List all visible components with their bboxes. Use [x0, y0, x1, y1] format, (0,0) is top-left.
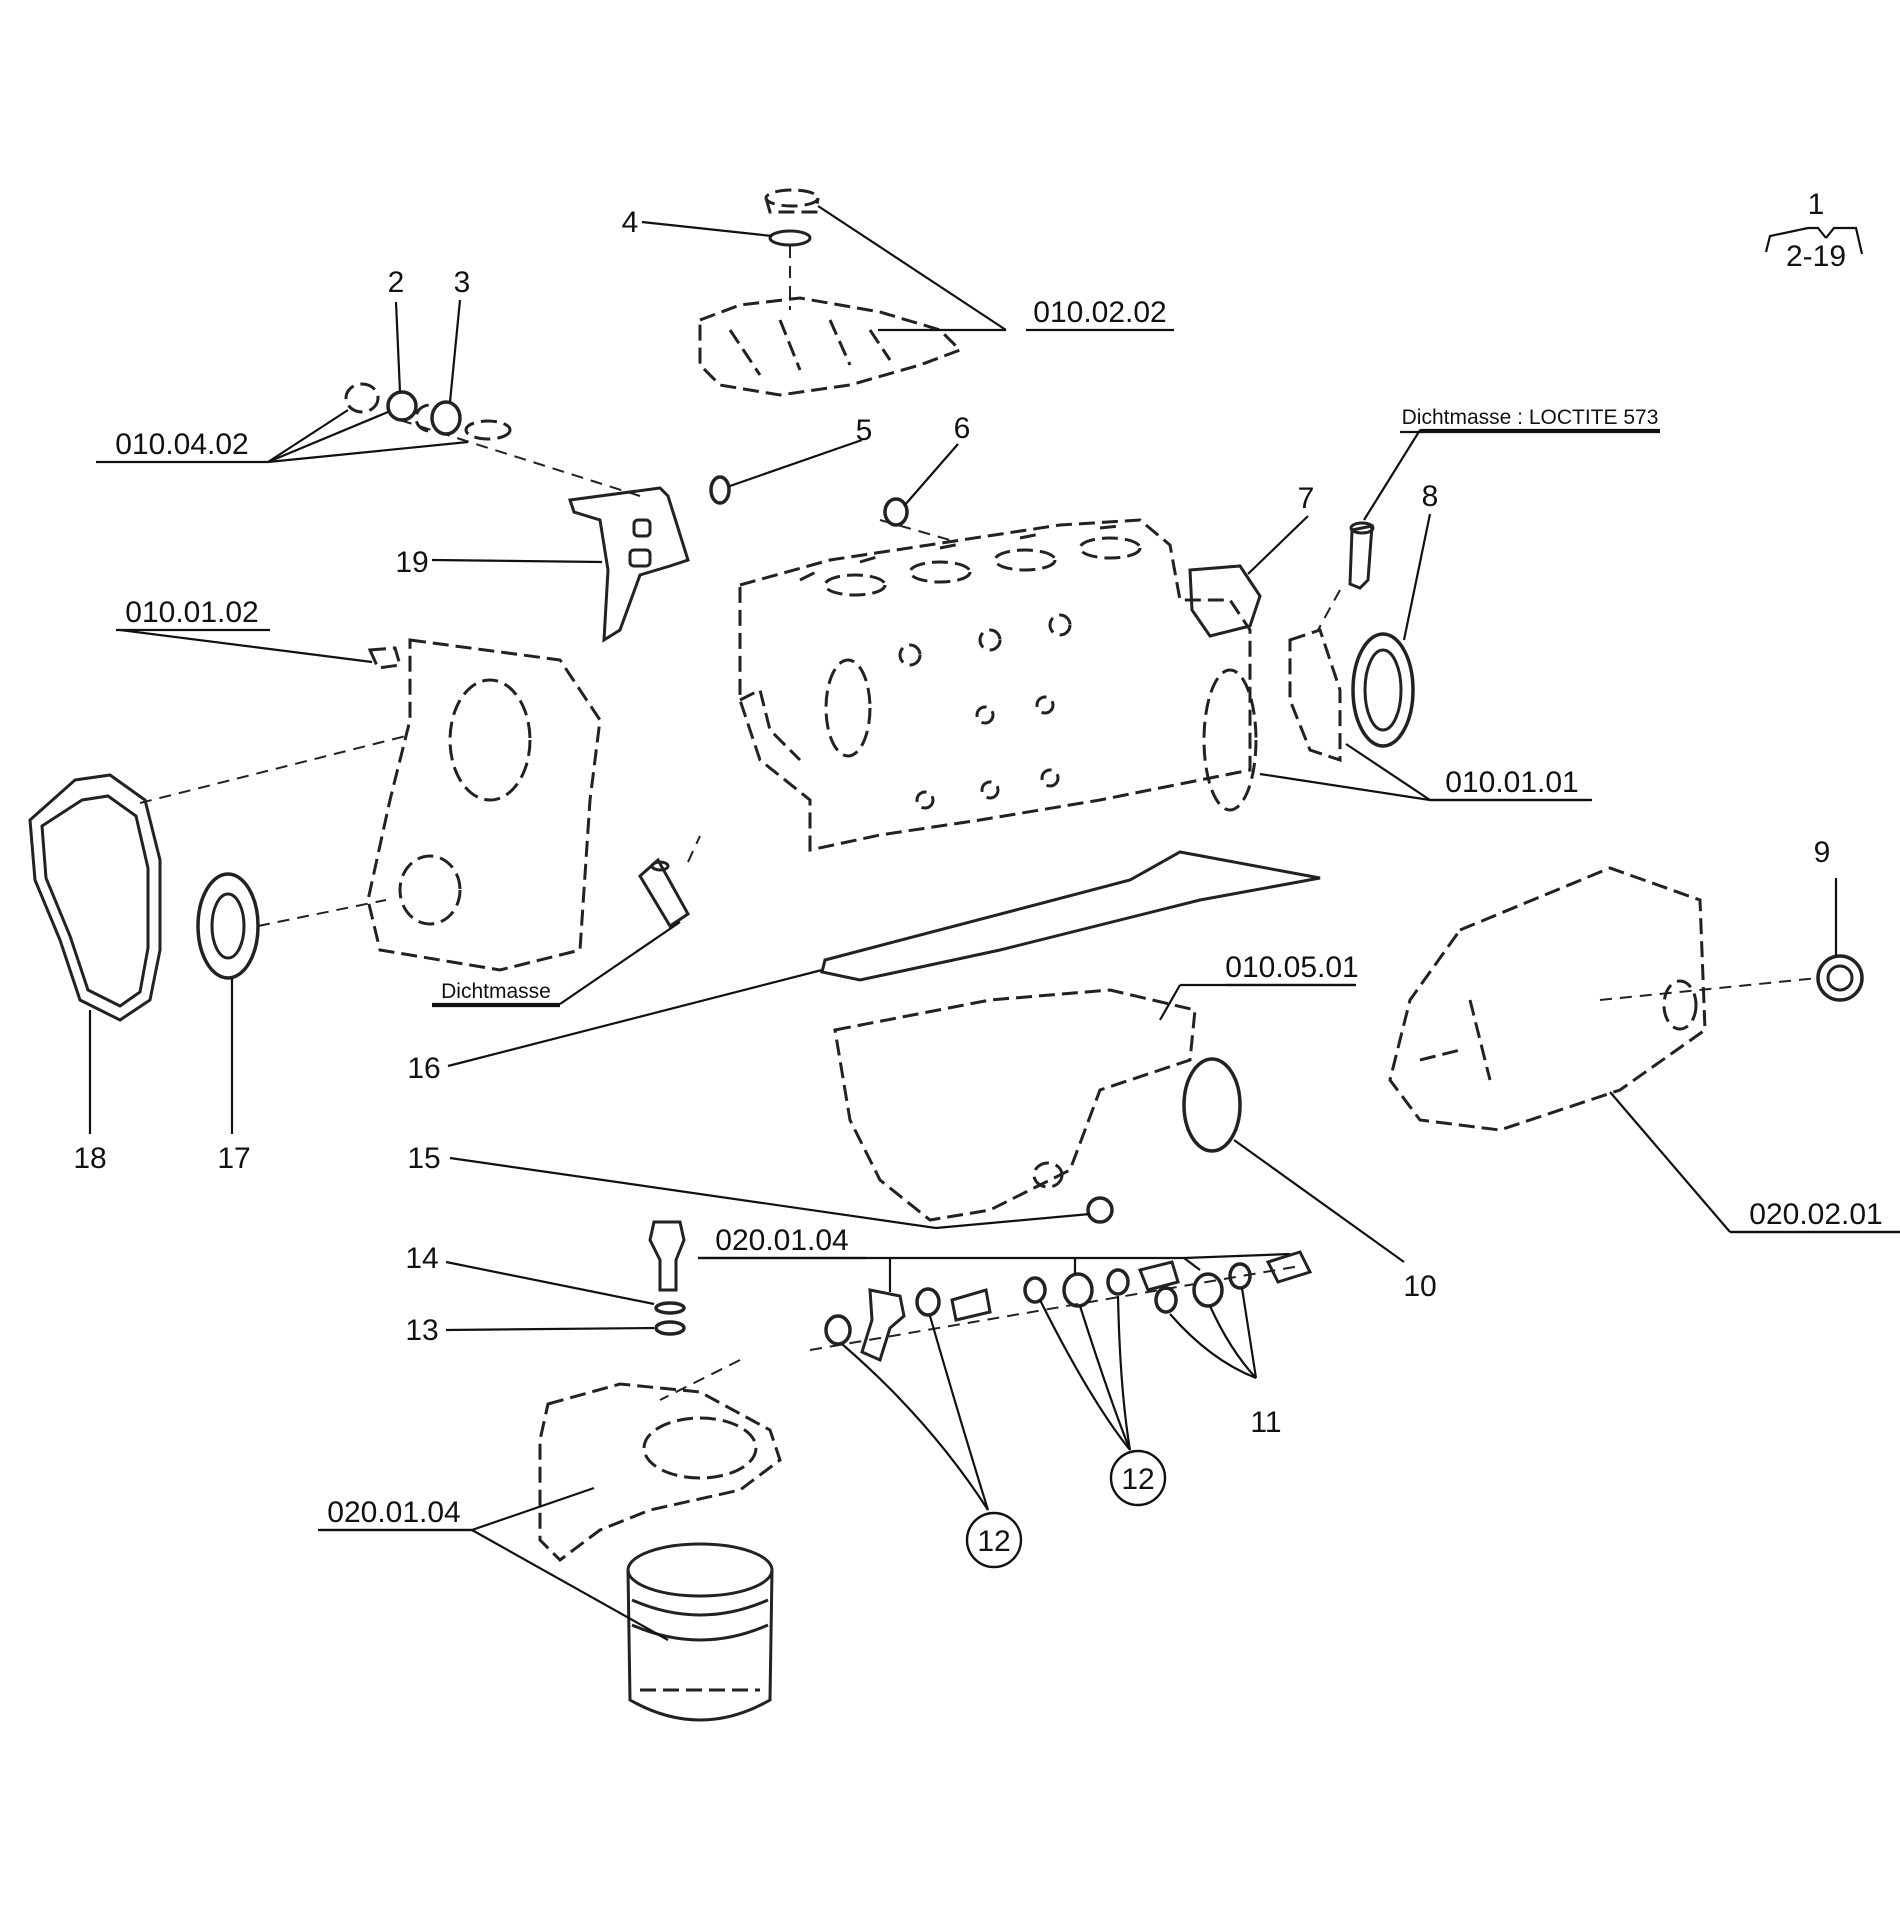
oil-line-fittings-drawing	[824, 1250, 1313, 1363]
ref-010-04-02: 010.04.02	[115, 428, 248, 461]
callout-12-circle-left	[965, 1511, 1023, 1569]
oil-pan-drawing	[833, 988, 1197, 1222]
callout-15: 15	[407, 1142, 440, 1175]
oil-filter-drawing	[626, 1542, 774, 1722]
index-range: 2-19	[1786, 240, 1846, 273]
callout-14: 14	[405, 1242, 438, 1275]
note-sealant-loctite: Dichtmasse : LOCTITE 573	[1402, 406, 1659, 429]
cover-7-drawing	[1188, 564, 1262, 638]
sealant-tube-lower-drawing	[638, 857, 690, 929]
callout-9: 9	[1814, 836, 1831, 869]
callout-18: 18	[73, 1142, 106, 1175]
callout-12-right: 12	[1121, 1463, 1154, 1496]
callout-12-circle-right	[1109, 1449, 1167, 1507]
sealant-tube-upper-drawing	[1348, 521, 1375, 590]
rear-cover-and-seal-8	[1288, 628, 1415, 763]
ref-020-01-04-top: 020.01.04	[715, 1224, 848, 1257]
bracket-19-drawing	[568, 486, 690, 643]
oil-filter-head-drawing	[538, 1382, 782, 1562]
callout-16: 16	[407, 1052, 440, 1085]
ref-010-02-02: 010.02.02	[1033, 296, 1166, 329]
callout-1: 1	[1808, 188, 1825, 221]
engine-block-drawing	[738, 518, 1258, 852]
ref-020-01-04-bottom: 020.01.04	[327, 1496, 460, 1529]
note-sealant: Dichtmasse	[441, 980, 551, 1003]
banjo-bolt-13-14-drawing	[648, 1220, 686, 1336]
drain-plug-15-drawing	[1086, 1196, 1114, 1224]
callout-4: 4	[622, 206, 639, 239]
reference-underlines	[96, 328, 1900, 1532]
callout-2: 2	[388, 266, 405, 299]
oil-pan-gasket-16-drawing	[820, 850, 1321, 982]
callout-5: 5	[856, 414, 873, 447]
valve-cover-drawing	[698, 188, 963, 397]
callout-12-left: 12	[977, 1525, 1010, 1558]
callout-17: 17	[217, 1142, 250, 1175]
callout-11: 11	[1250, 1406, 1281, 1439]
ref-010-05-01: 010.05.01	[1225, 951, 1358, 984]
ref-010-01-01: 010.01.01	[1445, 766, 1578, 799]
gasket-18-drawing	[28, 773, 162, 1022]
callout-13: 13	[405, 1314, 438, 1347]
seal-assembly-2-3-drawing	[344, 382, 512, 441]
ref-020-02-01: 020.02.01	[1749, 1198, 1882, 1231]
ref-010-01-02: 010.01.02	[125, 596, 258, 629]
seal-9-drawing	[1816, 954, 1864, 1002]
callout-19: 19	[395, 546, 428, 579]
gasket-18-inner-edge	[40, 794, 150, 1008]
callout-3: 3	[454, 266, 471, 299]
seal-17-drawing	[196, 872, 260, 980]
front-cover-drawing	[366, 638, 602, 972]
callout-7: 7	[1298, 482, 1315, 515]
ring-10-drawing	[1182, 1057, 1242, 1153]
assembly-lines	[139, 419, 1819, 1401]
plug-6-drawing	[883, 497, 909, 527]
callout-10: 10	[1403, 1270, 1436, 1303]
seal-5-drawing	[709, 475, 731, 505]
callout-8: 8	[1422, 480, 1439, 513]
callout-6: 6	[954, 412, 971, 445]
injection-pump-drawing	[1388, 866, 1707, 1132]
